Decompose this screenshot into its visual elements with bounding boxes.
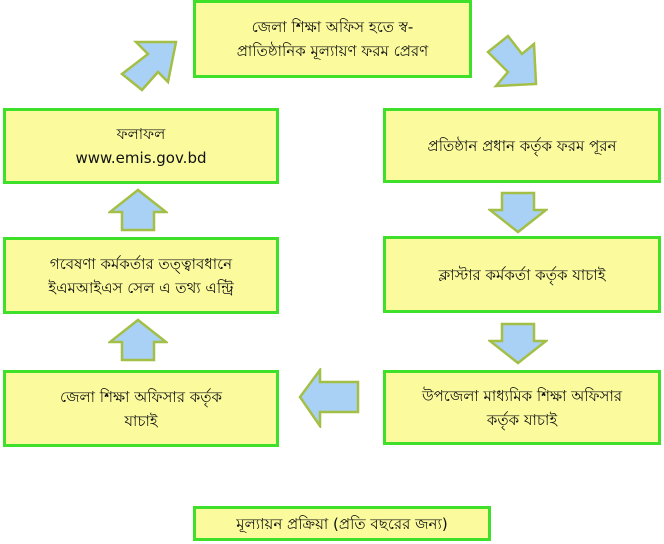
step-text: প্রতিষ্ঠান প্রধান কর্তৃক ফরম পূরন (427, 136, 617, 155)
step-upazila-verify-box: উপজেলা মাধ্যমিক শিক্ষা অফিসার কর্তৃক যাচ… (383, 370, 661, 445)
step-result-box: ফলাফল www.emis.gov.bd (3, 108, 279, 184)
arrow-up-right-icon (119, 40, 178, 92)
step-send-form-box: জেলা শিক্ষা অফিস হতে স্ব- প্রাতিষ্ঠানিক … (193, 0, 472, 78)
step-emis-entry-box: গবেষণা কর্মকর্তার তত্ত্বাবধানে ইএমআইএস স… (3, 237, 279, 314)
step-cluster-verify-box: ক্লাস্টার কর্মকর্তা কর্তৃক যাচাই (383, 236, 661, 313)
arrow-up-icon (108, 318, 168, 362)
step-text: ইএমআইএস সেল এ তথ্য এন্ট্রি (48, 278, 234, 297)
diagram-title: মূল্যায়ন প্রক্রিয়া (প্রতি বছরের জন্য) (193, 506, 491, 541)
step-text: উপজেলা মাধ্যমিক শিক্ষা অফিসার (421, 386, 623, 405)
step-text: জেলা শিক্ষা অফিসার কর্তৃক (59, 387, 222, 406)
step-text: প্রাতিষ্ঠানিক মূল্যায়ণ ফরম প্রেরণ (236, 42, 429, 60)
step-text: ফলাফল (116, 125, 166, 143)
arrow-up-icon (108, 188, 168, 232)
step-text: কর্তৃক যাচাই (486, 410, 558, 429)
arrow-down-icon (488, 322, 548, 365)
step-text: জেলা শিক্ষা অফিস হতে স্ব- (251, 18, 414, 36)
step-text: গবেষণা কর্মকর্তার তত্ত্বাবধানে (49, 254, 233, 273)
step-text: www.emis.gov.bd (75, 149, 207, 167)
step-text: ক্লাস্টার কর্মকর্তা কর্তৃক যাচাই (438, 265, 606, 284)
step-district-verify-box: জেলা শিক্ষা অফিসার কর্তৃক যাচাই (3, 370, 279, 447)
arrow-left-icon (298, 368, 360, 428)
step-fill-form-box: প্রতিষ্ঠান প্রধান কর্তৃক ফরম পূরন (383, 108, 661, 183)
arrow-down-right-icon (486, 34, 538, 88)
arrow-down-icon (488, 191, 548, 234)
step-text: যাচাই (124, 411, 158, 430)
